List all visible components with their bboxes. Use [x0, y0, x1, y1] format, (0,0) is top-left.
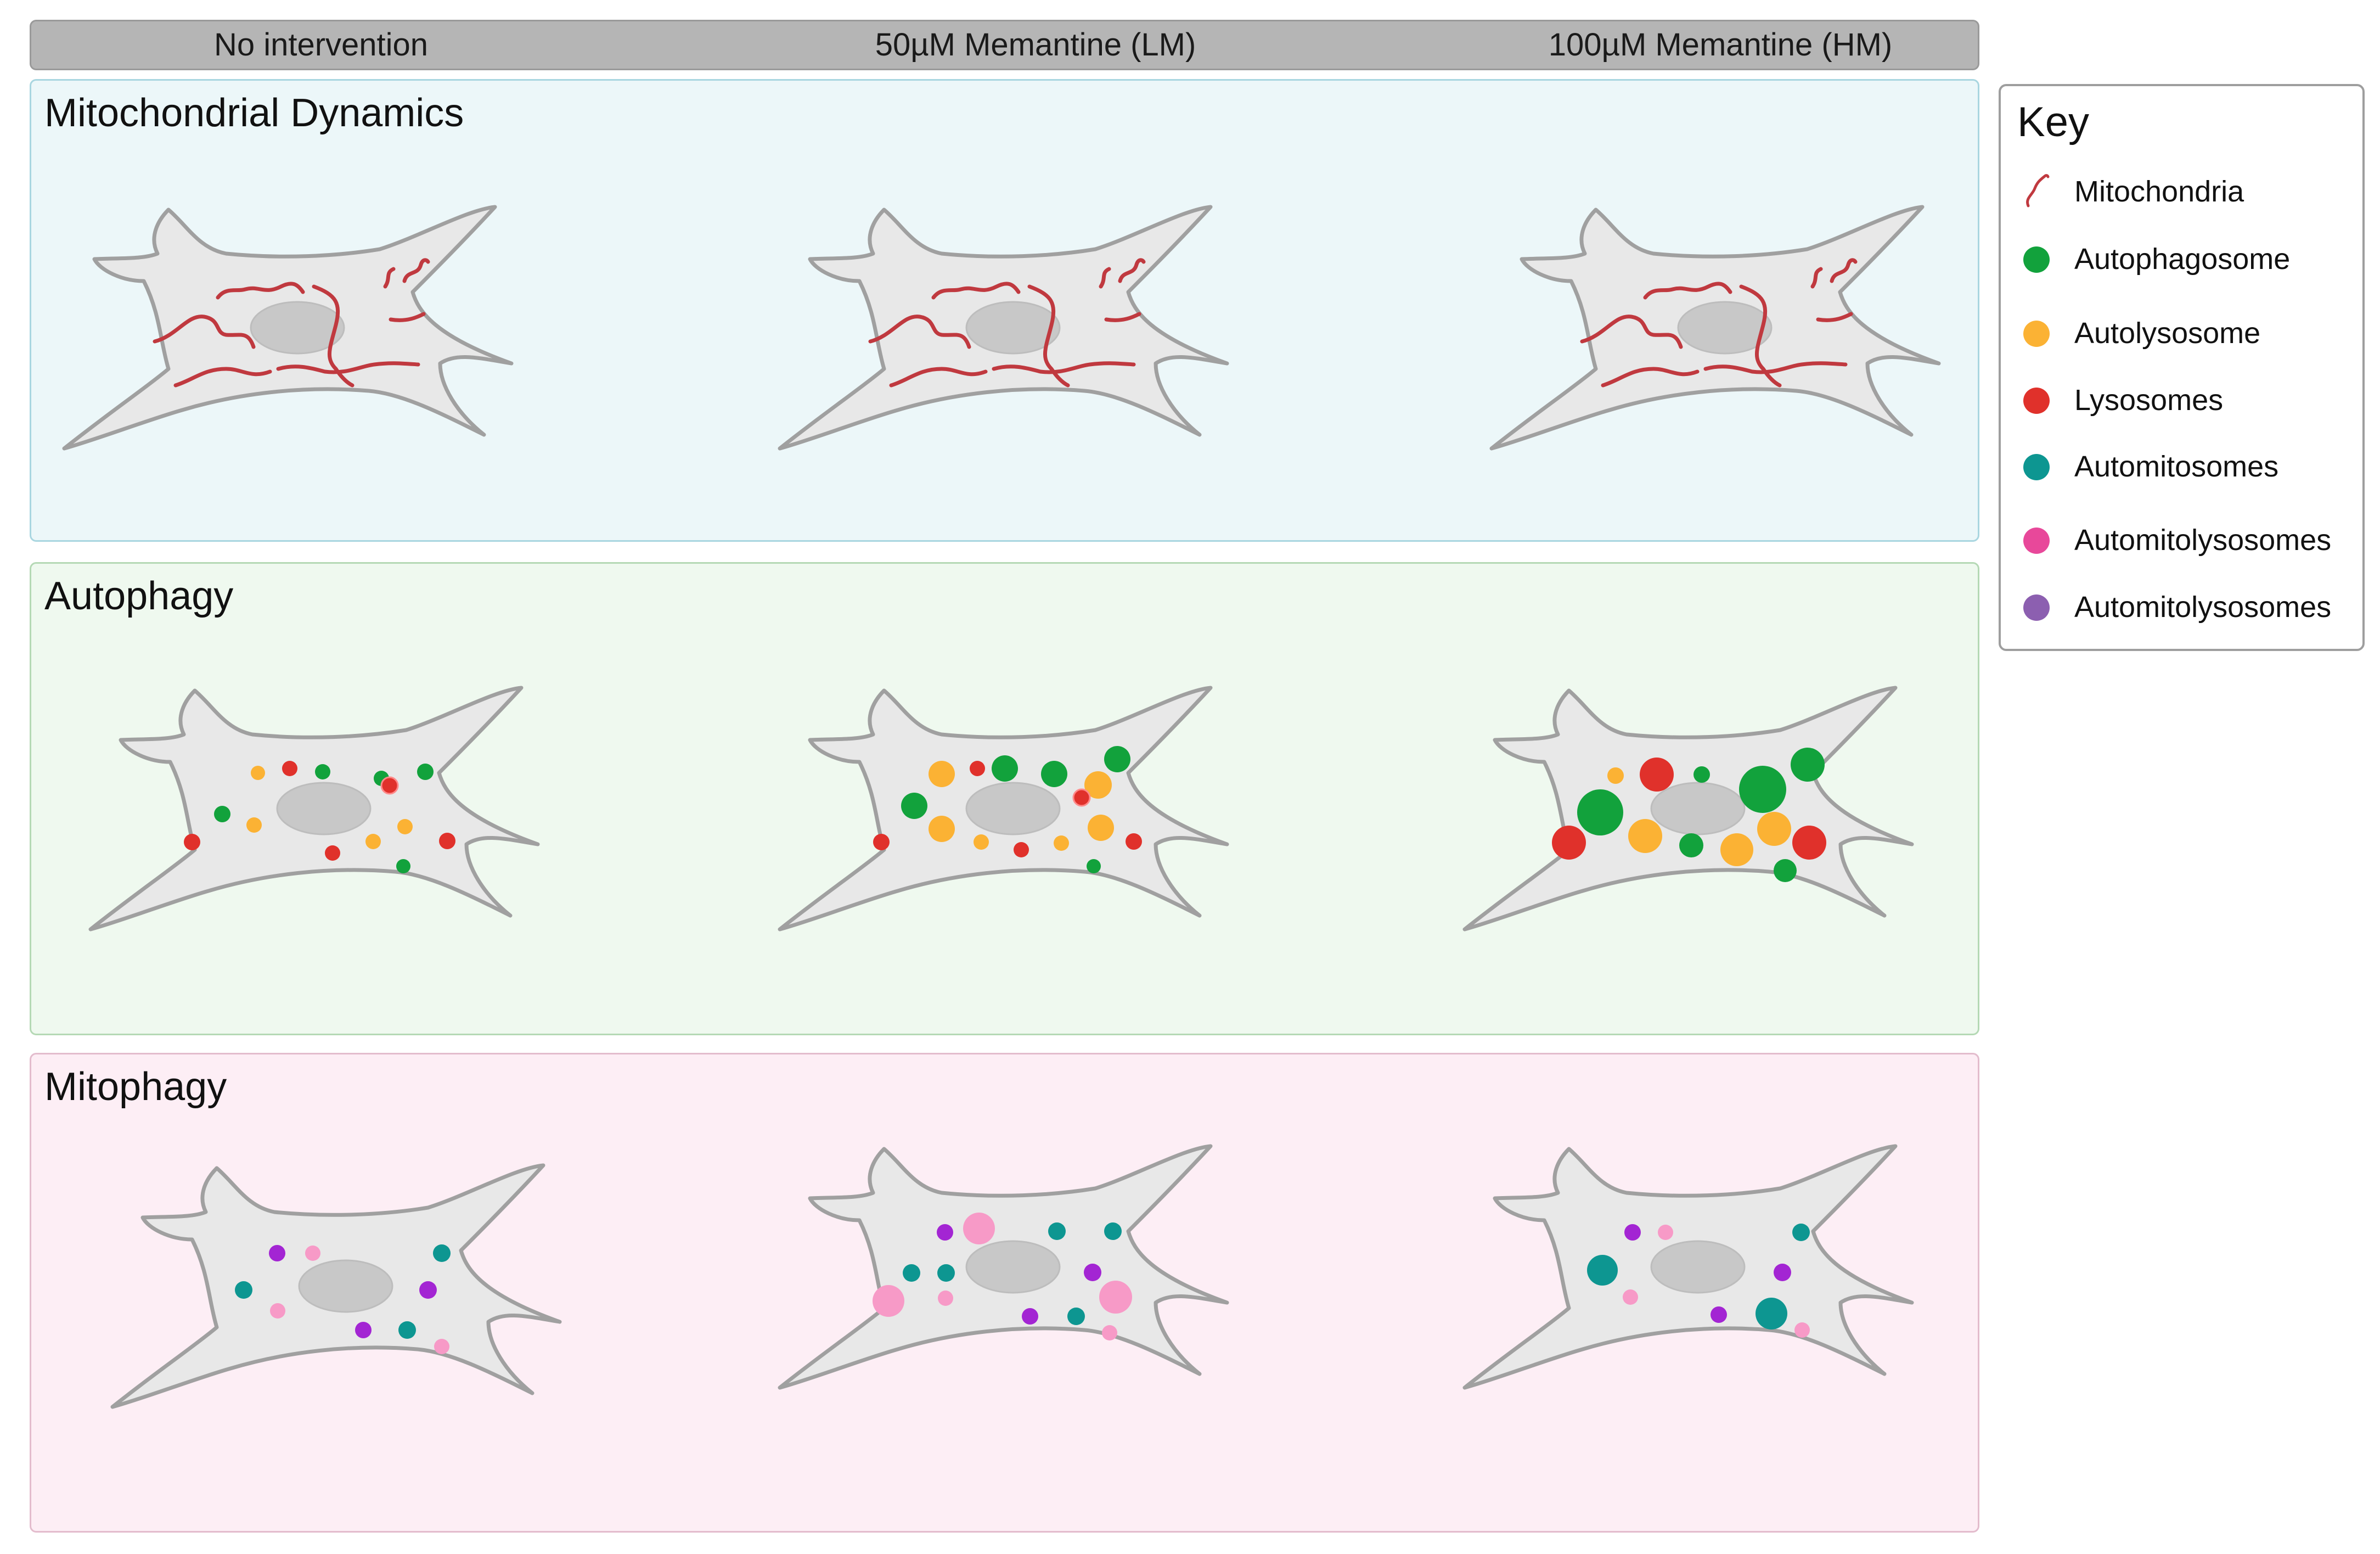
key-item-autolysosome: Autolysosome — [2001, 311, 2363, 355]
key-item-mitochondria: Mitochondria — [2001, 170, 2363, 214]
key-label-mitochondria: Mitochondria — [2074, 175, 2244, 208]
autolysosome-dot-icon — [2023, 321, 2050, 347]
panel-title-autophagy: Autophagy — [44, 574, 234, 618]
panel-title-mitophagy: Mitophagy — [44, 1065, 227, 1109]
autophagy-vesicles-low — [873, 746, 1142, 873]
key-label-automitosomes: Automitosomes — [2074, 450, 2279, 483]
cell-dynamics-low-memantine — [777, 204, 1233, 473]
cell-autophagy-high-memantine — [1462, 685, 1917, 954]
cell-autophagy-low-memantine — [777, 685, 1233, 954]
cell-autophagy-no-intervention — [88, 685, 543, 954]
automitosome-dot-icon — [2023, 454, 2050, 480]
key-title: Key — [2017, 99, 2089, 145]
cell-dynamics-high-memantine — [1489, 204, 1944, 473]
column-label-high-memantine: 100µM Memantine (HM) — [1548, 27, 1893, 63]
mitochondria-icon — [2026, 174, 2050, 207]
key-item-autophagosome: Autophagosome — [2001, 237, 2363, 281]
cell-mitophagy-low-memantine — [777, 1143, 1233, 1412]
key-label-lysosomes: Lysosomes — [2074, 384, 2224, 417]
column-header-bar: No intervention 50µM Memantine (LM) 100µ… — [30, 20, 1979, 70]
key-label-automitolysosomes-purple: Automitolysosomes — [2074, 591, 2332, 624]
cell-mitophagy-no-intervention — [110, 1163, 565, 1432]
key-label-autophagosome: Autophagosome — [2074, 243, 2291, 276]
column-label-no-intervention: No intervention — [213, 27, 429, 63]
cell-mitophagy-high-memantine — [1462, 1143, 1917, 1412]
mitophagy-vesicles-low — [873, 1213, 1132, 1340]
mitophagy-vesicles-baseline — [235, 1244, 451, 1354]
autophagy-vesicles-high — [1552, 748, 1826, 882]
mitophagy-vesicles-high — [1587, 1224, 1810, 1338]
key-item-automitosomes: Automitosomes — [2001, 445, 2363, 489]
key-item-automitolysosomes-purple: Automitolysosomes — [2001, 585, 2363, 629]
key-label-autolysosome: Autolysosome — [2074, 317, 2261, 350]
lysosome-dot-icon — [2023, 388, 2050, 414]
key-item-lysosomes: Lysosomes — [2001, 378, 2363, 422]
automitolysosome-purple-dot-icon — [2023, 594, 2050, 621]
automitolysosome-pink-dot-icon — [2023, 528, 2050, 554]
column-label-low-memantine: 50µM Memantine (LM) — [875, 27, 1196, 63]
key-legend: Key Mitochondria Autophagosome Autolysos… — [1999, 84, 2365, 651]
cell-dynamics-no-intervention — [61, 204, 517, 473]
key-item-automitolysosomes-pink: Automitolysosomes — [2001, 518, 2363, 562]
key-label-automitolysosomes-pink: Automitolysosomes — [2074, 524, 2332, 557]
autophagy-vesicles-baseline — [184, 761, 455, 873]
panel-title-mitochondrial-dynamics: Mitochondrial Dynamics — [44, 91, 464, 135]
autophagosome-dot-icon — [2023, 246, 2050, 273]
